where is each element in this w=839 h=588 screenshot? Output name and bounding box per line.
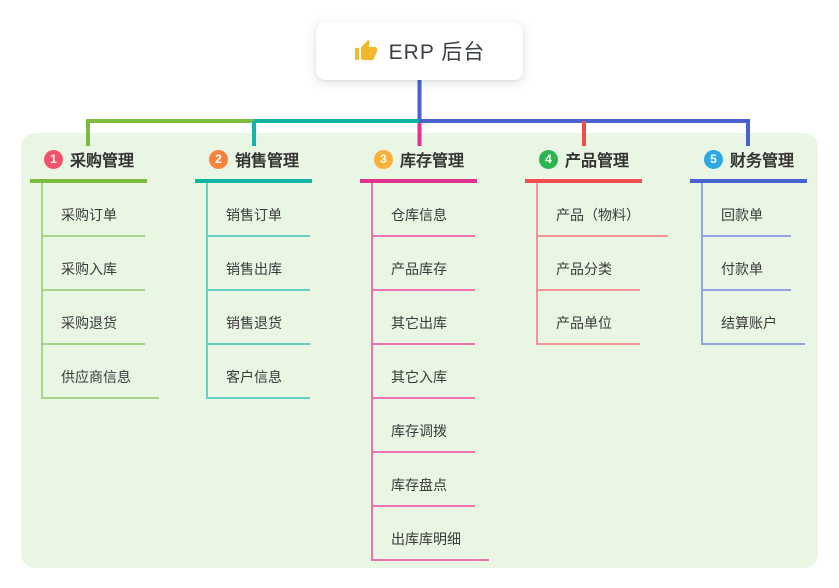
child-node[interactable]: 采购入库 bbox=[43, 237, 180, 291]
child-node[interactable]: 库存盘点 bbox=[373, 453, 510, 507]
child-node[interactable]: 供应商信息 bbox=[43, 345, 180, 399]
branches-panel bbox=[21, 133, 818, 568]
child-node-label: 销售退货 bbox=[208, 313, 310, 345]
branch-number-badge: 4 bbox=[539, 149, 558, 169]
child-node[interactable]: 采购退货 bbox=[43, 291, 180, 345]
child-node[interactable]: 产品库存 bbox=[373, 237, 510, 291]
branch-title: 库存管理 bbox=[400, 153, 465, 170]
child-node[interactable]: 回款单 bbox=[703, 183, 839, 237]
child-node-label: 仓库信息 bbox=[373, 205, 475, 237]
branch-number-badge: 1 bbox=[44, 149, 63, 169]
child-node[interactable]: 库存调拨 bbox=[373, 399, 510, 453]
branch-children: 销售订单 销售出库 销售退货 客户信息 bbox=[206, 183, 345, 399]
child-node-label: 库存调拨 bbox=[373, 421, 475, 453]
branch-children: 产品（物料） 产品分类 产品单位 bbox=[536, 183, 675, 345]
child-node-label: 采购退货 bbox=[43, 313, 145, 345]
child-node-label: 出库库明细 bbox=[373, 529, 489, 561]
branch-node[interactable]: 3 库存管理 bbox=[360, 146, 477, 183]
child-node[interactable]: 付款单 bbox=[703, 237, 839, 291]
child-node-label: 产品单位 bbox=[538, 313, 640, 345]
child-node-label: 付款单 bbox=[703, 259, 791, 291]
branch-node[interactable]: 1 采购管理 bbox=[30, 146, 147, 183]
child-node[interactable]: 产品分类 bbox=[538, 237, 675, 291]
branch-node[interactable]: 4 产品管理 bbox=[525, 146, 642, 183]
child-node-label: 库存盘点 bbox=[373, 475, 475, 507]
child-node-label: 销售出库 bbox=[208, 259, 310, 291]
child-node-label: 结算账户 bbox=[703, 313, 805, 345]
child-node[interactable]: 销售退货 bbox=[208, 291, 345, 345]
child-node-label: 采购订单 bbox=[43, 205, 145, 237]
child-node-label: 产品库存 bbox=[373, 259, 475, 291]
branch-children: 采购订单 采购入库 采购退货 供应商信息 bbox=[41, 183, 180, 399]
branch-children: 回款单 付款单 结算账户 bbox=[701, 183, 839, 345]
branch-number-badge: 5 bbox=[704, 149, 723, 169]
child-node-label: 其它出库 bbox=[373, 313, 475, 345]
branch-children: 仓库信息 产品库存 其它出库 其它入库 库存调拨 库存盘点 出库库明细 bbox=[371, 183, 510, 561]
branch-number-badge: 3 bbox=[374, 149, 393, 169]
branch-purchase: 1 采购管理 采购订单 采购入库 采购退货 供应商信息 bbox=[30, 146, 180, 399]
branch-sales: 2 销售管理 销售订单 销售出库 销售退货 客户信息 bbox=[195, 146, 345, 399]
child-node[interactable]: 仓库信息 bbox=[373, 183, 510, 237]
child-node[interactable]: 产品单位 bbox=[538, 291, 675, 345]
child-node-label: 其它入库 bbox=[373, 367, 475, 399]
child-node-label: 采购入库 bbox=[43, 259, 145, 291]
child-node[interactable]: 销售订单 bbox=[208, 183, 345, 237]
child-node[interactable]: 客户信息 bbox=[208, 345, 345, 399]
branch-node[interactable]: 5 财务管理 bbox=[690, 146, 807, 183]
child-node[interactable]: 其它入库 bbox=[373, 345, 510, 399]
child-node-label: 客户信息 bbox=[208, 367, 310, 399]
root-node-label: ERP 后台 bbox=[388, 41, 486, 64]
branch-finance: 5 财务管理 回款单 付款单 结算账户 bbox=[690, 146, 839, 345]
root-node[interactable]: ERP 后台 bbox=[316, 22, 523, 80]
child-node-label: 产品（物料） bbox=[538, 205, 668, 237]
child-node[interactable]: 采购订单 bbox=[43, 183, 180, 237]
child-node-label: 产品分类 bbox=[538, 259, 640, 291]
branch-title: 销售管理 bbox=[235, 153, 300, 170]
child-node[interactable]: 产品（物料） bbox=[538, 183, 675, 237]
child-node-label: 供应商信息 bbox=[43, 367, 159, 399]
branch-title: 财务管理 bbox=[730, 153, 795, 170]
child-node[interactable]: 其它出库 bbox=[373, 291, 510, 345]
child-node[interactable]: 出库库明细 bbox=[373, 507, 510, 561]
thumbs-up-icon bbox=[354, 40, 377, 60]
branch-product: 4 产品管理 产品（物料） 产品分类 产品单位 bbox=[525, 146, 675, 345]
child-node-label: 销售订单 bbox=[208, 205, 310, 237]
branch-inventory: 3 库存管理 仓库信息 产品库存 其它出库 其它入库 库存调拨 库存盘点 出库库… bbox=[360, 146, 510, 561]
branch-node[interactable]: 2 销售管理 bbox=[195, 146, 312, 183]
branch-number-badge: 2 bbox=[209, 149, 228, 169]
child-node-label: 回款单 bbox=[703, 205, 791, 237]
child-node[interactable]: 结算账户 bbox=[703, 291, 839, 345]
branch-title: 产品管理 bbox=[565, 153, 630, 170]
branch-title: 采购管理 bbox=[70, 153, 135, 170]
child-node[interactable]: 销售出库 bbox=[208, 237, 345, 291]
